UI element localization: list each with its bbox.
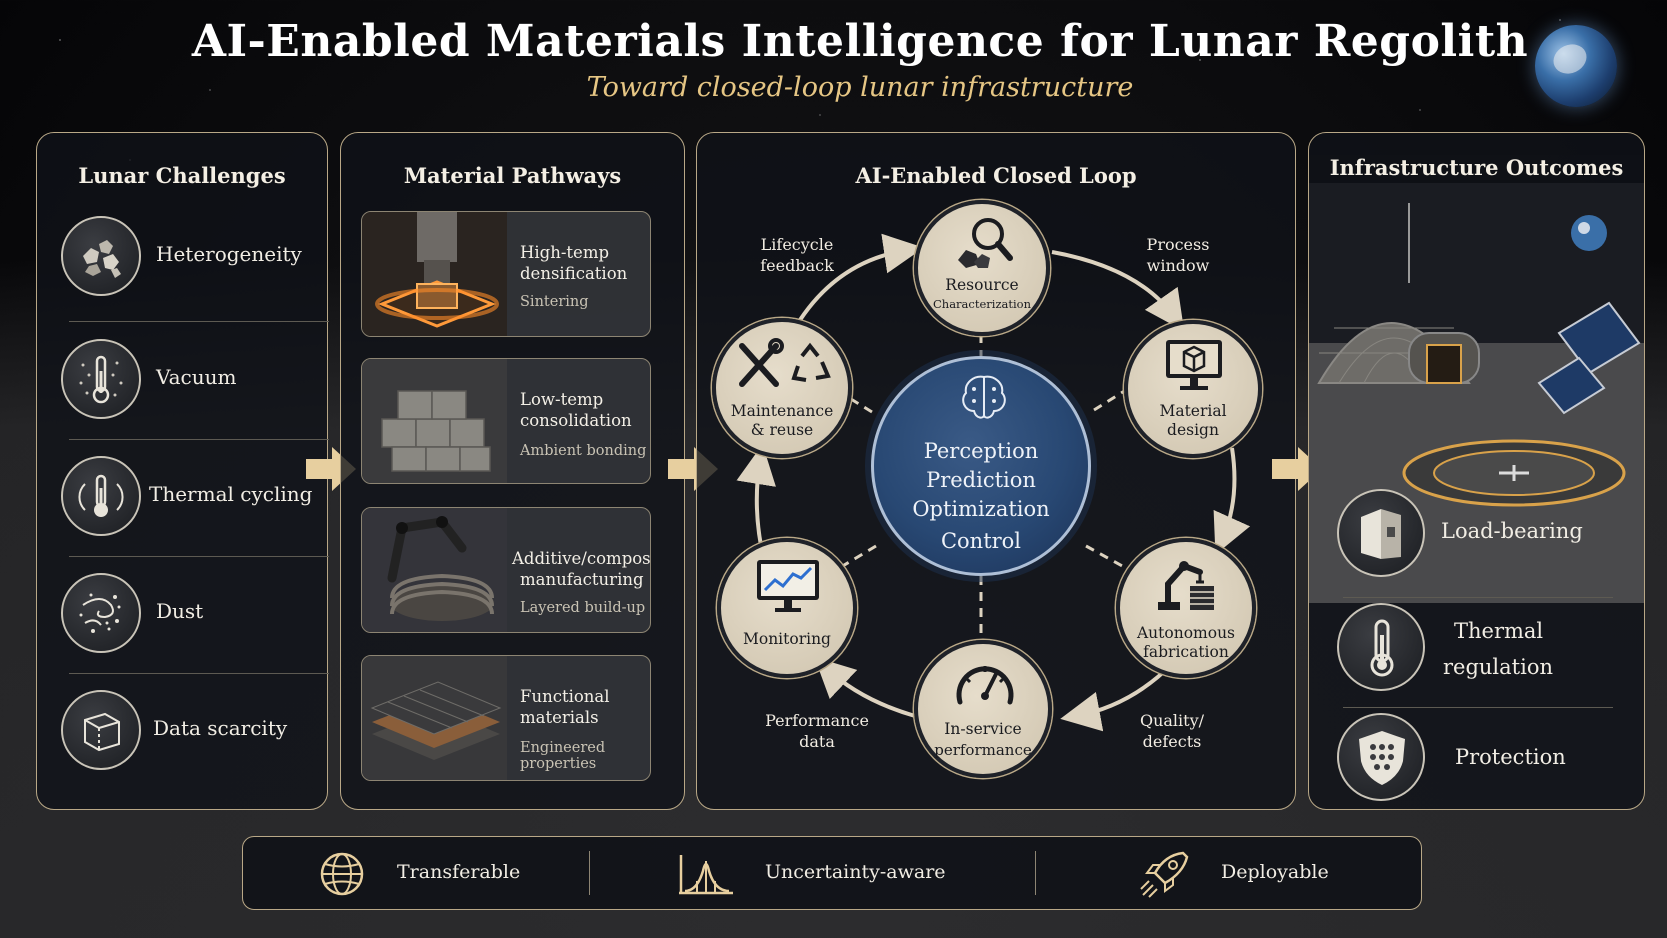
divider: [69, 673, 329, 674]
shield-icon: [1337, 713, 1425, 801]
center-line-prediction: Prediction: [926, 468, 1036, 492]
center-line-optimization: Optimization: [912, 497, 1050, 521]
distribution-icon: [679, 855, 733, 895]
pathway-subtitle: Ambient bonding: [520, 443, 647, 459]
divider: [69, 321, 329, 322]
cube-icon: [61, 690, 141, 770]
outcome-load-bearing: Load-bearing: [1337, 489, 1617, 589]
node-label: Maintenance& reuse: [730, 402, 834, 439]
divider: [69, 439, 329, 440]
robot-arm-icon: [1158, 561, 1214, 610]
node-label: Resource: [945, 276, 1019, 294]
pathway-subtitle: Layered build-up: [520, 600, 646, 616]
closed-loop-title: AI-Enabled Closed Loop: [855, 163, 1137, 188]
node-label: In-service: [944, 720, 1022, 738]
challenge-data-scarcity: Data scarcity: [61, 682, 311, 782]
node-maintenance-reuse: Maintenance& reuse: [712, 318, 852, 458]
magnifier-rocks-icon: [958, 218, 1013, 268]
center-line-perception: Perception: [923, 439, 1039, 463]
node-label: Monitoring: [743, 630, 831, 648]
challenge-label: Data scarcity: [153, 716, 288, 740]
edge-label-quality-defects: Quality/defects: [1139, 711, 1205, 751]
pathway-subtitle: Engineered properties: [520, 740, 606, 772]
lunar-base-image: [1309, 183, 1644, 603]
pathway-card-additive: Additive/compositemanufacturing Layered …: [361, 507, 651, 633]
earth-image: [1535, 25, 1617, 107]
challenge-heterogeneity: Heterogeneity: [61, 208, 311, 308]
challenge-label: Thermal cycling: [149, 482, 313, 506]
robot-printing-image: [362, 508, 507, 632]
globe-icon: [320, 852, 364, 896]
challenges-panel: Lunar Challenges Heterogeneity: [36, 132, 329, 810]
challenge-label: Heterogeneity: [156, 242, 302, 266]
node-sublabel: performance: [934, 741, 1032, 759]
divider: [1343, 707, 1613, 708]
layered-tiles-image: [362, 656, 507, 780]
page-subtitle: Toward closed-loop lunar infrastructure: [586, 72, 1134, 103]
page-title: AI-Enabled Materials Intelligence for Lu…: [191, 16, 1529, 67]
sintering-press-image: [362, 212, 507, 336]
rocks-icon: [61, 216, 141, 296]
outcome-label: regulation: [1443, 655, 1553, 679]
separator: [589, 851, 590, 895]
wall-panel-icon: [1337, 489, 1425, 577]
thermal-cycle-icon: [61, 456, 141, 536]
node-monitoring: Monitoring: [717, 538, 857, 678]
challenge-label: Vacuum: [156, 365, 237, 389]
brain-circuit-icon: [962, 375, 1006, 419]
challenge-vacuum: Vacuum: [61, 331, 311, 431]
separator: [1035, 851, 1036, 895]
outcome-protection: Protection: [1337, 713, 1617, 809]
bricks-image: [362, 359, 507, 483]
divider: [69, 556, 329, 557]
tools-recycle-icon: [739, 338, 831, 387]
outcome-label: Protection: [1455, 745, 1566, 769]
chart-monitor-icon: [757, 560, 819, 612]
attribute-label-transferable: Transferable: [397, 861, 521, 883]
divider: [1343, 597, 1613, 598]
challenge-dust: Dust: [61, 565, 311, 665]
attribute-label-uncertainty-aware: Uncertainty-aware: [765, 861, 946, 883]
outcomes-title: Infrastructure Outcomes: [1309, 155, 1644, 180]
node-resource-characterization: Resource Characterization: [914, 200, 1050, 336]
thermometer-icon: [1337, 603, 1425, 691]
outcome-label: Load-bearing: [1441, 519, 1583, 543]
challenges-title: Lunar Challenges: [78, 163, 286, 188]
ai-core-circle: Perception Prediction Optimization Contr…: [871, 356, 1091, 576]
outcome-thermal-regulation: Thermal regulation: [1337, 603, 1617, 703]
pathway-subtitle: Sintering: [520, 294, 589, 310]
attributes-bar: Transferable Uncertainty-aware Deployabl…: [242, 836, 1422, 910]
pathway-heading: Additive/compositemanufacturing: [512, 549, 651, 589]
center-line-control: Control: [940, 529, 1022, 553]
dust-icon: [61, 573, 141, 653]
pathways-title: Material Pathways: [403, 163, 622, 188]
outcomes-panel: Infrastructure Outcomes Load-bearing The…: [1308, 132, 1645, 810]
outcome-label: Thermal: [1454, 619, 1544, 643]
vacuum-thermometer-icon: [61, 339, 141, 419]
node-in-service-performance: In-service performance: [914, 640, 1052, 778]
node-sublabel: Characterization: [932, 297, 1031, 311]
gauge-icon: [956, 666, 1014, 705]
challenge-thermal-cycling: Thermal cycling: [61, 448, 313, 548]
rocket-icon: [1140, 851, 1189, 898]
attribute-label-deployable: Deployable: [1221, 861, 1329, 883]
monitor-cube-icon: [1166, 340, 1222, 390]
challenge-label: Dust: [156, 599, 204, 623]
